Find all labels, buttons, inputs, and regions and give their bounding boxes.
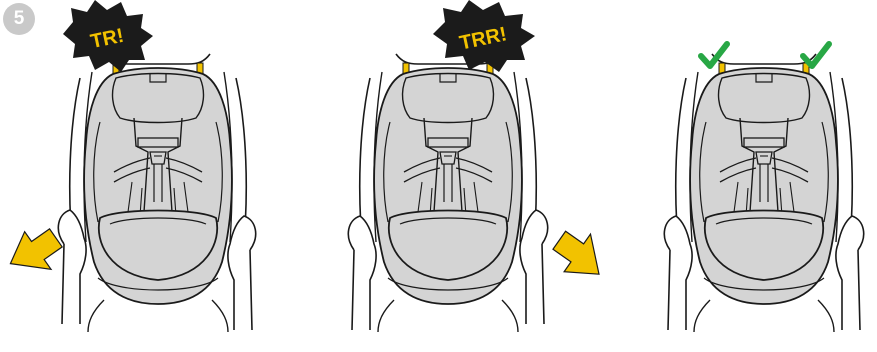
step-number-badge: 5	[3, 3, 35, 35]
hand-icon	[228, 216, 256, 330]
hand-icon	[348, 216, 376, 330]
sound-burst-icon: TR!	[63, 0, 153, 72]
hand-icon	[58, 210, 86, 324]
panel-1: TR!	[0, 0, 256, 332]
sound-burst-icon: TRR!	[433, 0, 535, 72]
push-arrow-icon	[546, 221, 615, 289]
panel-2: TRR!	[348, 0, 615, 332]
hand-icon	[664, 216, 692, 330]
panel-3	[664, 44, 863, 332]
hand-icon	[836, 216, 864, 330]
hand-icon	[520, 210, 548, 324]
